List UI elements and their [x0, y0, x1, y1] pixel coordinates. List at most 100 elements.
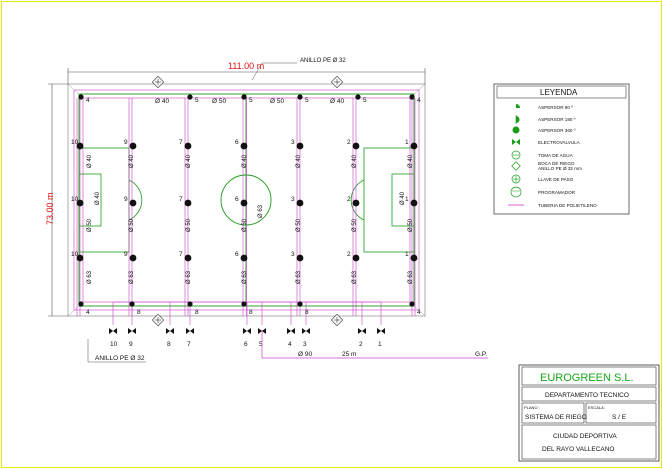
sprinkler-number: 2: [347, 196, 351, 203]
pipe-label: Ø 40: [352, 154, 358, 168]
sprinkler-bottom-4: [297, 301, 303, 307]
valve-number: 8: [167, 341, 171, 348]
sprinkler-bottom-3: [241, 301, 247, 307]
company-name: EUROGREEN S.L.: [540, 372, 634, 384]
sprinkler-bottom-2: [187, 301, 193, 307]
legend-item-label: LLAVE DE PASO: [538, 177, 574, 182]
sprinkler-row3-3: [240, 254, 248, 262]
department-name: DEPARTAMENTO TECNICO: [545, 392, 629, 399]
pipe-label: Ø 63: [352, 270, 358, 284]
ring-label-bottom: ANILLO PE Ø 32: [95, 355, 145, 362]
legend-item-label: TUBERIA DE POLIETILENO: [538, 203, 597, 208]
sprinkler-top-4: [355, 94, 361, 100]
water-intake-icon: [511, 150, 521, 160]
pipe-label: Ø 63: [87, 270, 93, 284]
solenoid-valve-icon: [109, 328, 117, 334]
sprinkler-number: 6: [235, 196, 239, 203]
sprinkler-number: 1: [405, 139, 409, 146]
legend-item-label: ELECTROVALVULA: [538, 140, 581, 145]
sprinkler-bottom-0: [78, 301, 84, 307]
solenoid-valve-icon: [166, 328, 174, 334]
sprinkler-row2-2: [184, 199, 192, 207]
valve-number: 3: [303, 341, 307, 348]
hose-outlet-icon: [330, 313, 344, 327]
solenoid-valve-icon: [512, 139, 520, 145]
pipe-label: Ø 40: [242, 154, 248, 168]
pipe-label: Ø 40: [296, 154, 302, 168]
left-penalty-arc: [128, 179, 143, 221]
sprinkler-number: 1: [405, 196, 409, 203]
sprinkler-row3-2: [184, 254, 192, 262]
sprinkler-number: 5: [305, 97, 309, 104]
sprinkler-number: 10: [71, 139, 79, 146]
sprinkler-number: 3: [291, 196, 295, 203]
solenoid-valve-icon: [186, 328, 194, 334]
sprinkler-number: 2: [347, 139, 351, 146]
solenoid-valve-icon: [377, 328, 385, 334]
hose-outlet-icon: [151, 75, 165, 89]
sprinkler-number: 8: [305, 309, 309, 316]
project-line-2: DEL RAYO VALLECANO: [542, 446, 615, 453]
sprinkler-row1-3: [240, 142, 248, 150]
sprinkler-number: 10: [71, 251, 79, 258]
legend-item-label: BOCA DE RIEGO: [538, 161, 575, 166]
pipe-label: Ø 50: [296, 218, 302, 232]
sprinkler-top-5: [409, 94, 415, 100]
sprinkler-top-1: [187, 94, 193, 100]
sprinkler-number: 7: [179, 251, 183, 258]
center-circle: [220, 174, 272, 226]
pipe-diameter-labels: Ø 40 Ø 50 Ø 50 Ø 40 Ø 40 Ø 50 Ø 63 Ø 40 Ø 50…: [87, 98, 414, 284]
sprinkler-number: 8: [249, 309, 253, 316]
length-dimension: 111.00 m: [228, 61, 264, 71]
pipe-label: Ø 50: [212, 98, 226, 105]
sprinkler-number: 9: [124, 251, 128, 258]
valve-number: 4: [288, 341, 292, 348]
sprinkler-number: 7: [179, 196, 183, 203]
hose-outlet-icon: [511, 161, 521, 171]
sprinkler-number: 10: [71, 196, 79, 203]
pipe-label: Ø 63: [258, 204, 264, 218]
pipe-label: Ø 50: [270, 98, 284, 105]
gp-label: G.P.: [475, 351, 487, 358]
lateral-pipes: [76, 98, 416, 325]
sprinkler-row1-2: [184, 142, 192, 150]
sprinkler-top-3: [297, 94, 303, 100]
valve-number: 1: [378, 341, 382, 348]
pipe-label: Ø 40: [155, 98, 169, 105]
pipe-label: Ø 50: [129, 218, 135, 232]
sprinkler-row1-0: [76, 142, 84, 150]
pipe-label: Ø 40: [400, 191, 406, 205]
solenoid-valve-icon: [358, 328, 366, 334]
ring-label-top: ANILLO PE Ø 32: [300, 58, 346, 64]
pipe-label: Ø 63: [408, 270, 414, 284]
project-line-1: CIUDAD DEPORTIVA: [553, 433, 617, 440]
pipe-label: Ø 40: [330, 98, 344, 105]
sprinkler-number: 3: [291, 139, 295, 146]
hose-outlets: [151, 75, 344, 327]
sprinkler-top-0: [78, 94, 84, 100]
sprinkler-number: 9: [124, 139, 128, 146]
sprinkler-number: 5: [363, 97, 367, 104]
pipe-label: Ø 50: [352, 218, 358, 232]
sprinkler-number: 4: [417, 97, 421, 104]
sprinkler-top-2: [241, 94, 247, 100]
scale-value: S / E: [612, 414, 627, 421]
pipe-label: Ø 40: [95, 191, 101, 205]
sprinkler-layer: [76, 94, 418, 307]
pipe-label: Ø 40: [186, 154, 192, 168]
sprinkler-row2-5: [352, 199, 360, 207]
sprinkler-row2-0: [76, 199, 84, 207]
right-penalty-arc: [350, 179, 365, 221]
solenoid-valve-icon: [287, 328, 295, 334]
sprinkler-bottom-5: [409, 301, 415, 307]
pipe-label: Ø 63: [296, 270, 302, 284]
sprinkler-row3-0: [76, 254, 84, 262]
title-block: EUROGREEN S.L. DEPARTAMENTO TECNICO PLAN…: [518, 364, 660, 462]
solenoid-valve-icon: [128, 328, 136, 334]
valve-number: 2: [359, 341, 363, 348]
sprinkler-row3-1: [129, 254, 137, 262]
pipe-label: Ø 40: [408, 154, 414, 168]
